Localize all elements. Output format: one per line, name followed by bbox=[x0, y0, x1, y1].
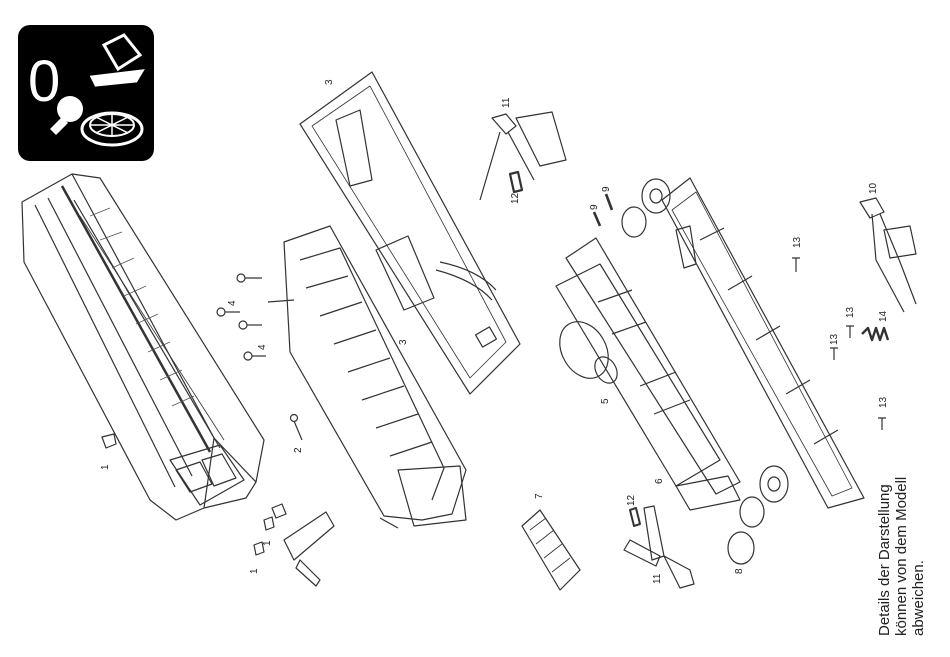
decoder-part-7 bbox=[522, 510, 580, 590]
part-label-7: 7 bbox=[534, 493, 545, 499]
disclaimer-line-2: können von dem Modell bbox=[893, 477, 910, 636]
part-label-11a: 11 bbox=[501, 97, 512, 108]
part-label-13b: 13 bbox=[845, 306, 856, 318]
part-label-1c: 1 bbox=[249, 568, 260, 574]
bogie-frame-part-11-upper bbox=[480, 112, 566, 200]
part-label-5: 5 bbox=[600, 398, 611, 404]
weight-housing bbox=[268, 226, 466, 528]
bogie-part-10 bbox=[860, 198, 916, 312]
part-label-3b: 3 bbox=[398, 339, 409, 345]
part-label-4a: 4 bbox=[227, 300, 238, 306]
part-label-6: 6 bbox=[654, 478, 665, 484]
part-label-11b: 11 bbox=[652, 573, 663, 584]
wheelset-lower bbox=[728, 466, 788, 564]
part-label-14: 14 bbox=[878, 310, 889, 322]
chassis-motor-block bbox=[550, 238, 740, 510]
part-label-2: 2 bbox=[293, 447, 304, 453]
disclaimer-line-3: abweichen. bbox=[910, 477, 927, 636]
part-label-10: 10 bbox=[868, 182, 879, 194]
coupler-assembly bbox=[284, 512, 334, 586]
part-label-8: 8 bbox=[734, 568, 745, 574]
circuit-board-part-3 bbox=[300, 72, 520, 394]
spring-part-14 bbox=[862, 328, 888, 340]
part-label-12a: 12 bbox=[510, 192, 521, 204]
part-label-1b: 1 bbox=[262, 540, 273, 546]
disclaimer-line-1: Details der Darstellung bbox=[876, 477, 893, 636]
part-label-1a: 1 bbox=[100, 464, 111, 470]
clip-part-1 bbox=[102, 434, 286, 555]
part-label-4b: 4 bbox=[257, 344, 268, 350]
part-label-9b: 9 bbox=[589, 204, 600, 210]
part-label-3a: 3 bbox=[324, 79, 335, 85]
part-label-13c: 13 bbox=[829, 333, 840, 345]
screws-part-4 bbox=[217, 274, 302, 440]
disclaimer-note: Details der Darstellung können von dem M… bbox=[876, 477, 927, 636]
part-label-13a: 13 bbox=[792, 236, 803, 248]
part-label-13d: 13 bbox=[878, 396, 889, 408]
part-label-9a: 9 bbox=[601, 186, 612, 192]
part-label-12b: 12 bbox=[626, 494, 637, 506]
locomotive-body-shell bbox=[22, 174, 264, 520]
